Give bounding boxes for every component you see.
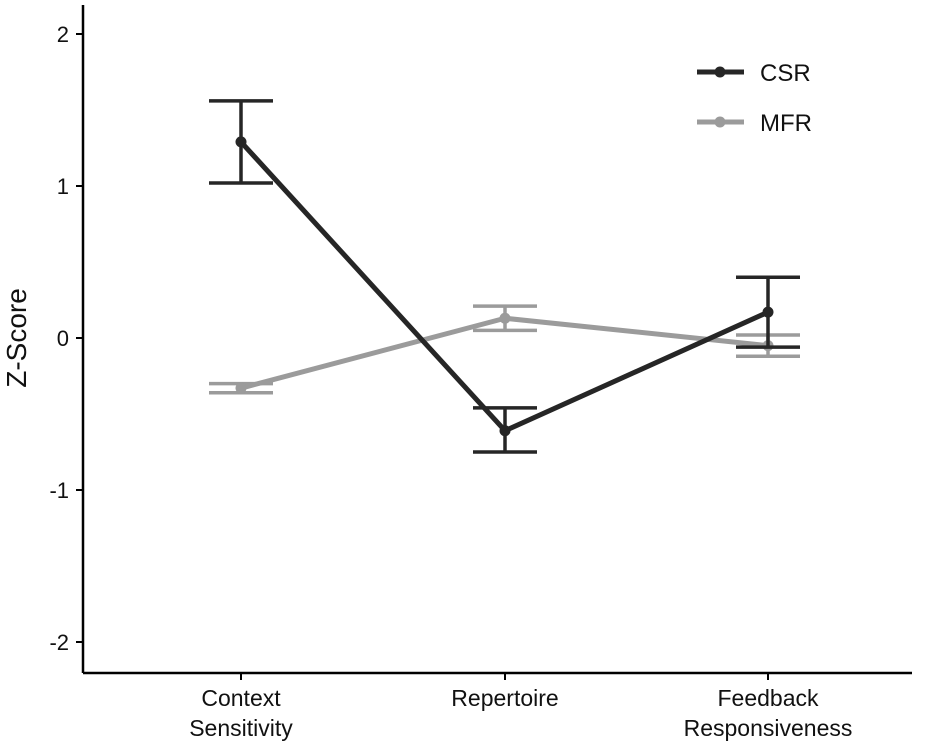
axes <box>81 5 912 675</box>
y-tick-label: -2 <box>49 630 69 655</box>
y-tick-label: 0 <box>57 326 69 351</box>
x-category-label-line: Context <box>201 685 281 711</box>
y-axis-title: Z-Score <box>1 288 32 388</box>
y-tick-label: 2 <box>57 22 69 47</box>
y-tick-label: -1 <box>49 478 69 503</box>
legend-swatch-point <box>714 116 726 128</box>
series-line-csr <box>239 140 770 434</box>
legend-label: CSR <box>760 60 811 87</box>
y-ticks: -2 -1 0 1 2 <box>49 22 83 655</box>
data-point-csr <box>499 425 511 437</box>
legend-item-mfr: MFR <box>697 110 812 137</box>
x-category-label: Repertoire <box>451 685 558 711</box>
legend: CSR MFR <box>697 60 812 137</box>
data-point-mfr <box>235 382 247 394</box>
x-category-label-line: Feedback <box>717 685 819 711</box>
legend-item-csr: CSR <box>697 60 811 87</box>
x-category-label-line: Sensitivity <box>189 715 293 741</box>
series-csr <box>209 99 800 454</box>
legend-label: MFR <box>760 110 812 137</box>
x-category-label-line: Responsiveness <box>684 715 853 741</box>
series-layer <box>209 99 800 454</box>
data-point-mfr <box>499 312 511 324</box>
y-tick-label: 1 <box>57 174 69 199</box>
x-category-label-line: Repertoire <box>451 685 558 711</box>
series-mfr <box>209 304 800 395</box>
data-point-csr <box>762 306 774 318</box>
legend-swatch-point <box>714 66 726 78</box>
data-point-csr <box>235 136 247 148</box>
